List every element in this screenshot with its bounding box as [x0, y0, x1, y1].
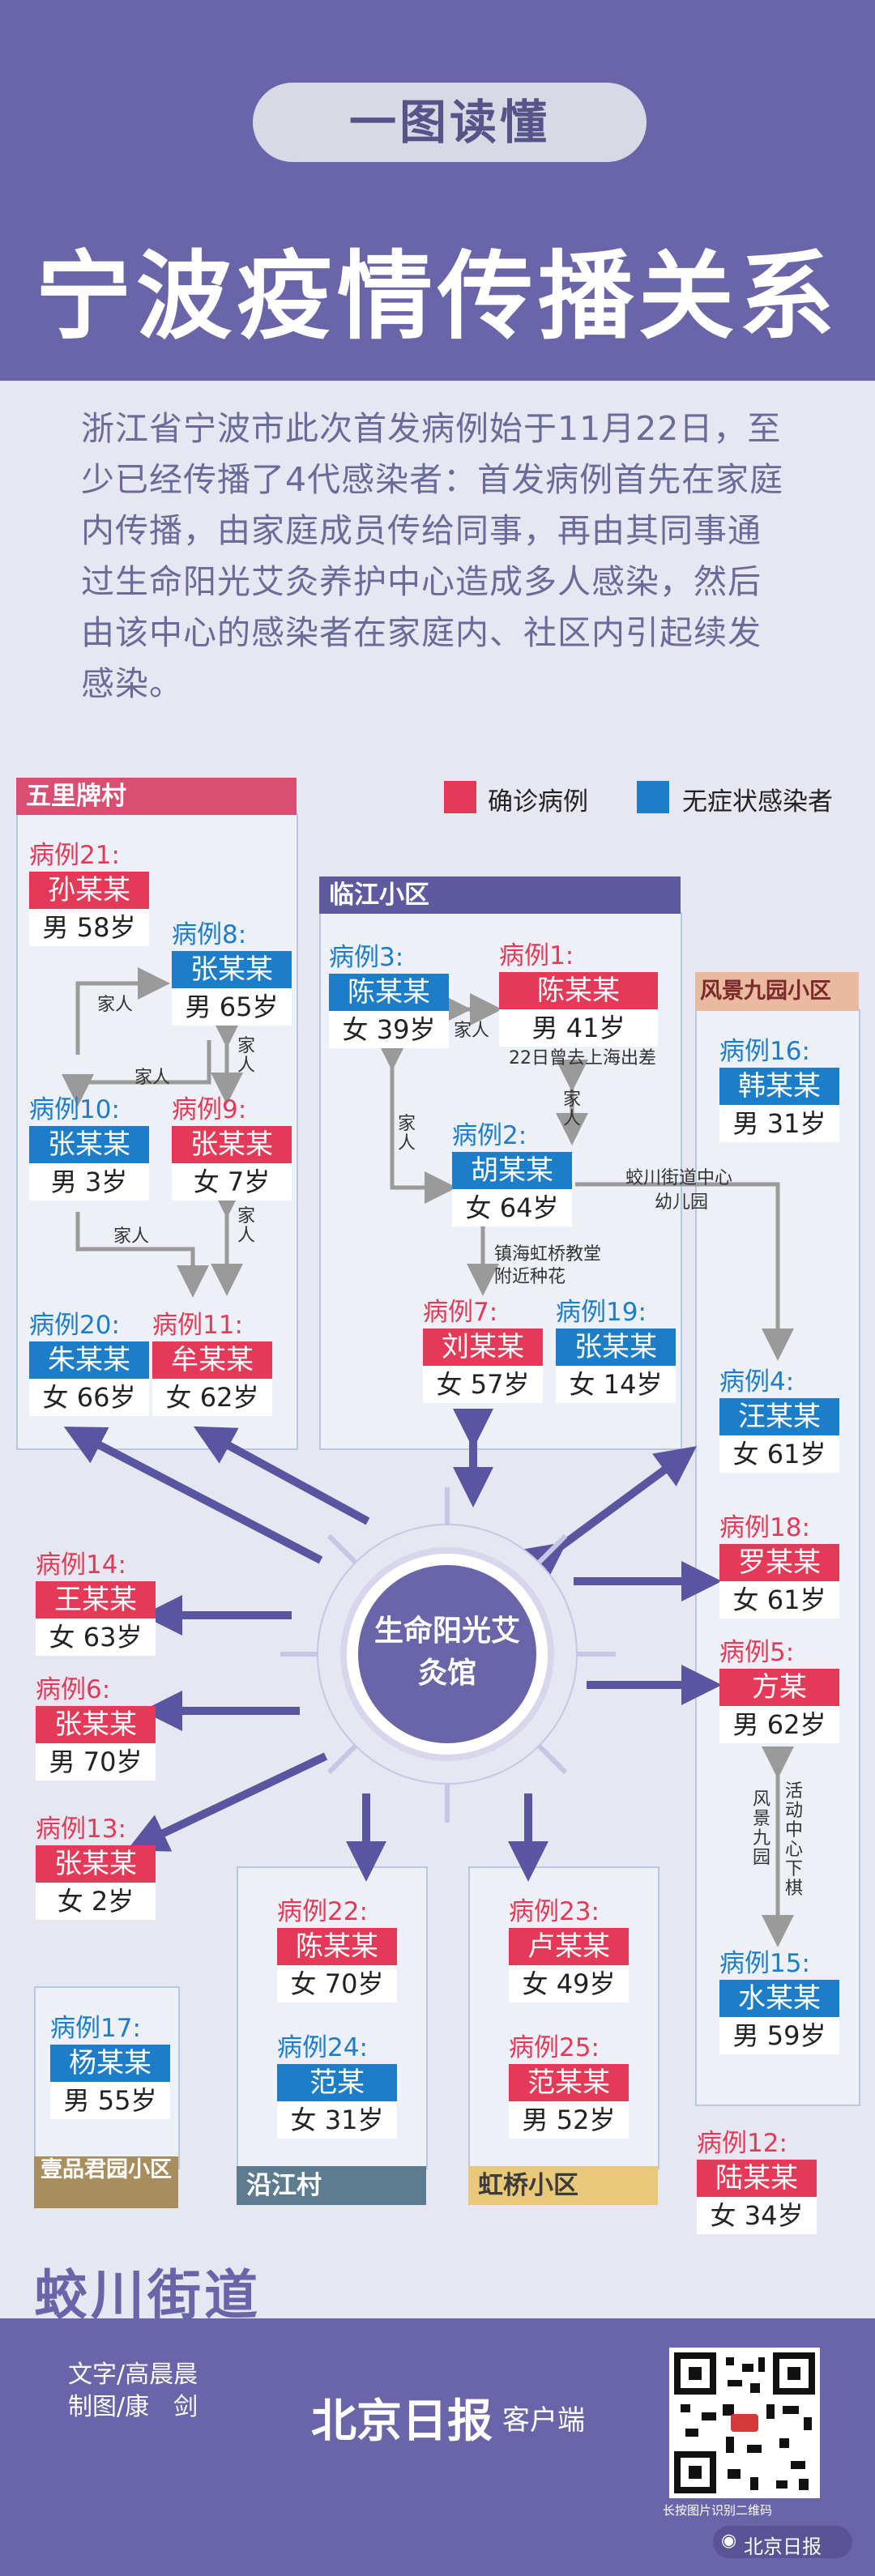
case-1: 病例1:陈某某男 41岁	[499, 940, 661, 1047]
street-label: 蛟川街道	[34, 2264, 261, 2327]
case-25: 病例25:范某某男 52岁	[509, 2032, 630, 2139]
wechat-badge	[713, 2526, 852, 2558]
link-c3-c2	[376, 1039, 457, 1204]
case-23: 病例23:卢某某女 49岁	[509, 1896, 630, 2002]
case-2: 病例2:胡某某女 64岁	[452, 1120, 595, 1226]
c2-note-1: 镇海虹桥教堂	[494, 1244, 602, 1265]
case-9: 病例9:张某某女 7岁	[172, 1094, 293, 1201]
area-wulipai-label: 五里牌村	[16, 778, 297, 815]
wechat-name: 北京日报	[744, 2535, 822, 2558]
qr-pattern-icon	[674, 2352, 815, 2493]
case-21: 病例21:孙某某男 58岁	[29, 839, 151, 946]
hub-arrow-c11	[193, 1426, 370, 1525]
hub-arrow-c13	[126, 1752, 328, 1852]
c1-note: 22日曾去上海出差	[509, 1048, 656, 1068]
case-10: 病例10:张某某男 3岁	[29, 1094, 151, 1201]
brand-suffix: 客户端	[502, 2404, 585, 2437]
family-label: 家人	[237, 1036, 255, 1076]
case-17: 病例17:杨某某男 55岁	[50, 2012, 172, 2119]
qr-code[interactable]	[669, 2348, 820, 2498]
c2-note-2: 附近种花	[494, 1267, 566, 1287]
area-yanjiang-label: 沿江村	[237, 2166, 426, 2205]
case-15: 病例15:水某某男 59岁	[719, 1947, 841, 2054]
area-yipin-label: 壹品君园小区	[34, 2156, 178, 2208]
hub-core	[358, 1565, 536, 1743]
fengjing-note-2: 活动中心下棋	[784, 1781, 803, 1899]
case-7: 病例7:刘某某女 57岁	[423, 1296, 544, 1403]
case-4: 病例4:汪某某女 61岁	[719, 1366, 841, 1473]
link-c2-c4	[575, 1182, 794, 1361]
wechat-icon: ◉	[721, 2531, 737, 2551]
case-20: 病例20:朱某某女 66岁	[29, 1309, 151, 1416]
graphic-credit: 制图/康 剑	[68, 2393, 198, 2421]
link-c8-c10	[62, 1040, 211, 1107]
page-title: 宁波疫情传播关系	[35, 241, 839, 352]
fengjing-note: 风景九园	[752, 1789, 770, 1868]
case-14: 病例14:王某某女 63岁	[36, 1549, 157, 1656]
family-label: 家人	[397, 1114, 416, 1154]
area-hongqiao-label: 虹桥小区	[468, 2166, 658, 2205]
brand-logo: 北京日报	[311, 2395, 493, 2448]
case-11: 病例11:牟某某女 62岁	[152, 1309, 274, 1416]
case-24: 病例24:范某女 31岁	[277, 2032, 399, 2139]
kindergarten-note-1: 蛟川街道中心	[625, 1168, 733, 1188]
case-16: 病例16:韩某某男 31岁	[719, 1035, 841, 1142]
case-12: 病例12:陆某某女 34岁	[697, 2127, 818, 2234]
legend-asymptomatic-swatch	[637, 781, 669, 813]
legend-confirmed-swatch	[444, 781, 476, 813]
header-tag: 一图读懂	[253, 83, 647, 162]
hub-arrow-c20	[63, 1427, 323, 1564]
qr-hint: 长按图片识别二维码	[663, 2503, 773, 2518]
legend-asymptomatic-label: 无症状感染者	[682, 787, 833, 817]
legend-confirmed-label: 确诊病例	[488, 787, 588, 817]
intro-text: 浙江省宁波市此次首发病例始于11月22日，至少已经传播了4代感染者：首发病例首先…	[81, 409, 784, 703]
header-banner	[0, 0, 875, 381]
area-fengjing-label: 风景九园小区	[695, 972, 859, 1011]
link-c10-c20	[75, 1212, 209, 1298]
family-label: 家人	[562, 1090, 581, 1129]
hub-arrow-c4	[522, 1446, 698, 1582]
family-label: 家人	[113, 1226, 150, 1247]
case-6: 病例6:张某某男 70岁	[36, 1674, 157, 1781]
case-19: 病例19:张某某女 14岁	[556, 1296, 677, 1403]
hub-label: 生命阳光艾灸馆	[373, 1614, 520, 1690]
text-credit: 文字/高晨晨	[68, 2361, 198, 2389]
family-label: 家人	[97, 995, 134, 1015]
area-linjiang-label: 临江小区	[319, 876, 681, 914]
kindergarten-note-2: 幼儿园	[655, 1192, 709, 1213]
case-8: 病例8:张某某男 65岁	[172, 919, 293, 1026]
case-5: 病例5:方某男 62岁	[719, 1636, 841, 1743]
family-label: 家人	[454, 1021, 490, 1041]
case-22: 病例22:陈某某女 70岁	[277, 1896, 399, 2002]
case-13: 病例13:张某某女 2岁	[36, 1813, 157, 1920]
case-18: 病例18:罗某某女 61岁	[719, 1512, 841, 1619]
link-c21-c8	[75, 967, 170, 1055]
case-3: 病例3:陈某某女 39岁	[329, 941, 450, 1048]
family-label: 家人	[237, 1206, 255, 1246]
family-label: 家人	[134, 1068, 171, 1088]
